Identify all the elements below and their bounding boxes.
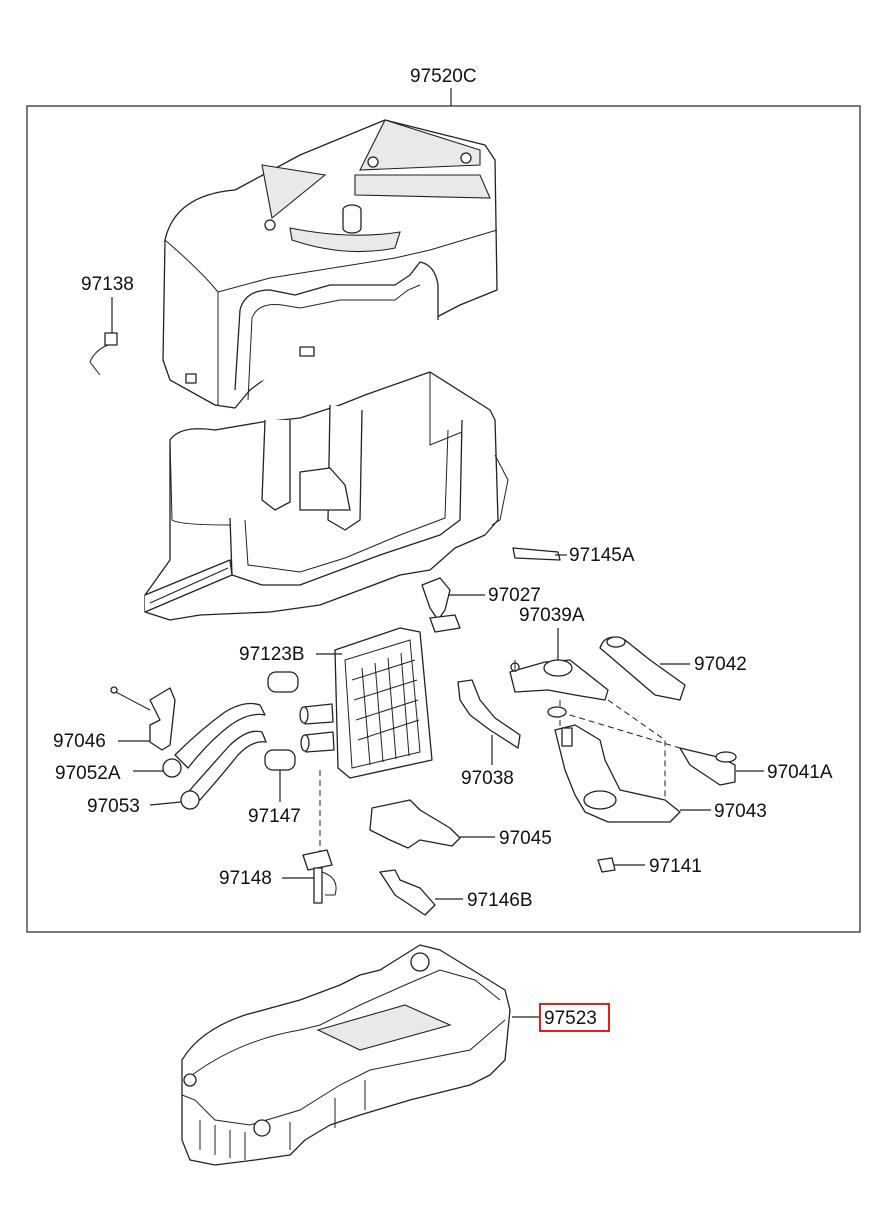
callout-97141: 97141 [649,856,702,877]
callout-97147: 97147 [248,806,301,827]
callout-97039A: 97039A [519,605,585,626]
callout-97148: 97148 [219,868,272,889]
sensor-part [302,770,337,904]
callout-97045: 97045 [499,828,552,849]
callout-97041A: 97041A [767,762,833,783]
callout-97523[interactable]: 97523 [544,1008,597,1029]
highlight-box-97523 [539,1003,610,1032]
callout-97042: 97042 [694,654,747,675]
callout-97146B: 97146B [467,890,533,911]
lower-case-part [144,371,509,621]
callout-97052A: 97052A [55,763,121,784]
callout-97043: 97043 [714,801,767,822]
hose-part [110,686,267,810]
heater-core-part [299,627,433,779]
hose-sleeve-part [264,671,299,771]
assembly-frame [26,105,861,933]
callout-97053: 97053 [87,796,140,817]
lever-part [369,547,737,916]
callout-97145A: 97145A [569,545,635,566]
upper-case-part [162,119,498,409]
callout-97038: 97038 [461,768,514,789]
lower-cover-part [181,944,540,1166]
callouts: 97138 97145A 97027 97039A 97042 97123B 9… [53,274,833,911]
callout-97027: 97027 [488,585,541,606]
callout-97046: 97046 [53,731,106,752]
assembly-label: 97520C [410,66,477,87]
wiring-part [89,332,118,376]
callout-97123B: 97123B [239,644,305,665]
callout-97138: 97138 [81,274,134,295]
